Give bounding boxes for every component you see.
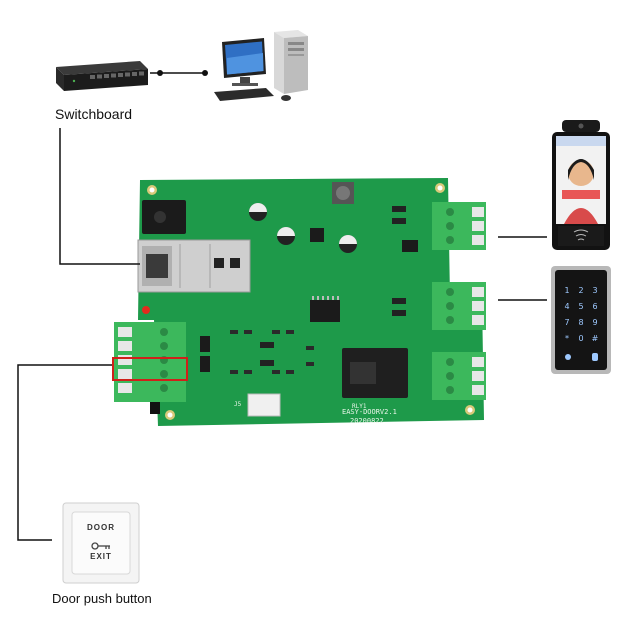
svg-text:9: 9 xyxy=(592,318,597,327)
controller-board: RLY1 J5 EASY-DOORV2.1 20200822 xyxy=(110,170,500,440)
network-switch xyxy=(50,55,150,95)
door-push-button-label: Door push button xyxy=(52,591,152,606)
face-recognition-terminal xyxy=(550,118,612,253)
desktop-computer xyxy=(212,28,322,103)
face-terminal-icon xyxy=(552,120,610,250)
wire-end-dot xyxy=(157,70,163,76)
exit-button-text-exit: EXIT xyxy=(90,552,112,561)
board-date-label: 20200822 xyxy=(350,417,384,425)
exit-button-text-door: DOOR xyxy=(87,523,115,532)
board-exit-button-wire xyxy=(17,364,112,541)
exit-button-icon xyxy=(62,502,140,584)
board-relay-label: RLY1 xyxy=(352,403,367,410)
svg-text:3: 3 xyxy=(592,286,597,295)
network-switch-icon xyxy=(56,61,148,91)
controller-board-graphic: RLY1 J5 EASY-DOORV2.1 20200822 xyxy=(114,178,486,426)
svg-text:0: 0 xyxy=(578,334,583,343)
board-port-label: J5 xyxy=(234,401,242,408)
wire-end-dot xyxy=(202,70,208,76)
exit-button-device: DOOR EXIT xyxy=(62,502,140,584)
board-model-label: EASY-DOORV2.1 xyxy=(342,408,397,416)
switchboard-label: Switchboard xyxy=(55,106,133,122)
svg-text:*: * xyxy=(565,334,569,343)
svg-text:6: 6 xyxy=(592,302,597,311)
svg-text:7: 7 xyxy=(564,318,569,327)
svg-text:5: 5 xyxy=(578,302,583,311)
svg-text:1: 1 xyxy=(564,286,569,295)
computer-icon xyxy=(214,30,308,101)
switch-board-wire xyxy=(59,128,140,265)
svg-text:#: # xyxy=(592,334,599,343)
svg-text:2: 2 xyxy=(578,286,583,295)
exit-terminal-highlight xyxy=(112,357,188,381)
svg-text:8: 8 xyxy=(578,318,583,327)
svg-text:4: 4 xyxy=(564,302,569,311)
